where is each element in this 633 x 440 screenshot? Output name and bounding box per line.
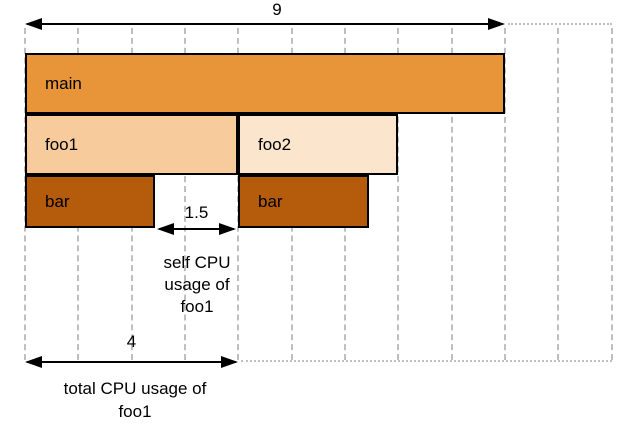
frame-label: bar [258, 192, 283, 211]
arrow-line [27, 361, 236, 363]
arrowhead-left-icon [25, 18, 42, 30]
self-usage-caption: self CPU usage of foo1 [163, 253, 231, 316]
self-usage-value: 1.5 [184, 203, 209, 222]
grid-line [611, 28, 613, 360]
total-usage-arrow [25, 355, 238, 369]
arrow-line [27, 23, 503, 25]
total-program-width-arrow [25, 17, 505, 31]
frame-main: main [25, 53, 505, 114]
arrowhead-left-icon [157, 223, 174, 235]
dotted-baseline-bottom [241, 360, 612, 362]
arrowhead-left-icon [25, 356, 42, 368]
total-program-width-value: 9 [272, 0, 282, 19]
frame-label: foo1 [45, 135, 79, 154]
total-usage-value: 4 [126, 332, 137, 351]
self-usage-arrow [157, 222, 236, 236]
frame-foo2: foo2 [238, 114, 398, 175]
arrow-line [159, 228, 234, 230]
total-usage-caption: total CPU usage of foo1 [63, 379, 207, 421]
arrowhead-right-icon [488, 18, 505, 30]
frame-label: main [45, 74, 82, 93]
arrowhead-right-icon [219, 223, 236, 235]
frame-label: foo2 [258, 135, 292, 154]
grid-line [504, 28, 506, 360]
arrowhead-right-icon [221, 356, 238, 368]
dotted-baseline-top [508, 23, 612, 25]
grid-line [451, 28, 453, 360]
frame-bar-right: bar [238, 175, 369, 228]
frame-foo1: foo1 [25, 114, 238, 175]
frame-bar-left: bar [25, 175, 155, 228]
grid-line [397, 28, 399, 360]
grid-line [184, 28, 186, 360]
frame-label: bar [45, 192, 70, 211]
grid-line [557, 28, 559, 360]
